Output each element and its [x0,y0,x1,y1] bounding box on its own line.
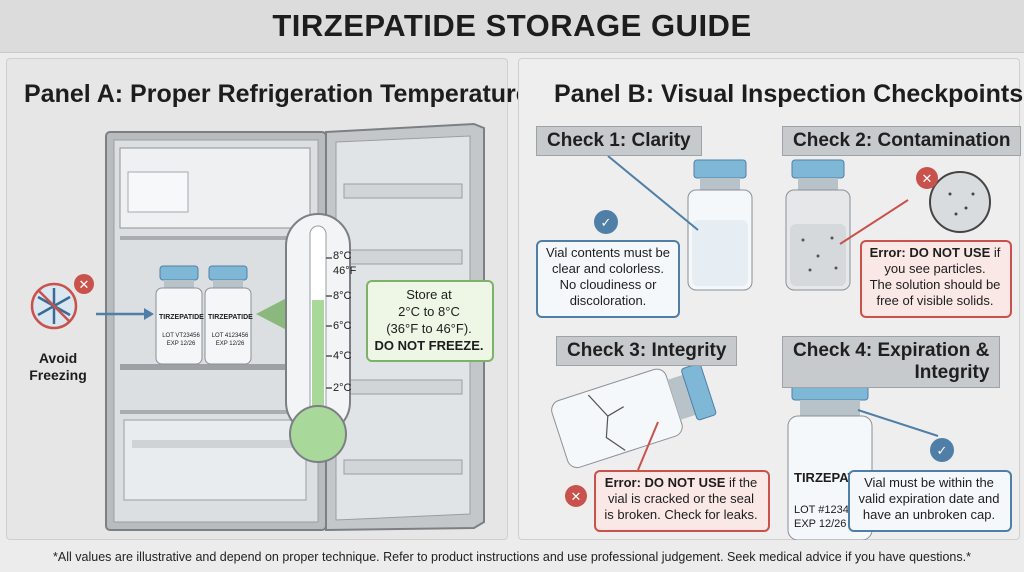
svg-text:✕: ✕ [571,489,582,504]
avoid-freezing-label: Avoid Freezing [29,350,87,383]
check-1-label: Check 1: Clarity [536,126,702,156]
svg-text:✕: ✕ [922,171,933,186]
vial-1-name: TIRZEPATIDE [159,314,204,321]
check-4-vial-exp: EXP 12/26 [794,518,847,530]
inspection-illustration: ✕ ✓ ✕ ✓ [551,155,991,540]
store-line-1: Store at [406,287,452,302]
tick-label: 6°C [333,320,352,332]
tick-label: 2°C [333,382,352,394]
page-title: TIRZEPATIDE STORAGE GUIDE [272,8,752,43]
vial-2-exp: EXP 12/26 [215,341,245,347]
check-3-error-callout [594,470,770,532]
check-2-error-callout [860,240,1012,318]
store-line-2: 2°C to 8°C [398,304,460,319]
check-4-vial-lot: LOT #12345 [794,504,855,516]
vial-2-name: TIRZEPATIDE [208,314,253,321]
check-3-label: Check 3: Integrity [556,336,738,366]
svg-text:✓: ✓ [937,443,948,458]
panel-b-title: Panel B: Visual Inspection Checkpoints [554,80,1024,108]
tick-label: 4°C [333,350,352,362]
check-4-callout [848,470,1012,532]
check-1-callout [536,240,680,318]
tick-label: 8°C [333,290,352,302]
title-bar [0,0,1024,53]
panel-a-title: Panel A: Proper Refrigeration Temperatur… [24,80,530,108]
vial-2-lot: LOT 4123456 [211,333,249,339]
store-line-4: DO NOT FREEZE. [374,338,484,353]
tick-label: 8°C [333,250,352,262]
footnote: *All values are illustrative and depend … [53,550,971,564]
store-temperature-callout [366,280,494,362]
check-4-label: Check 4: Expiration & Integrity [782,336,1001,388]
svg-text:✕: ✕ [79,277,90,292]
tick-label: 46°F [333,265,357,277]
vial-1-exp: EXP 12/26 [166,341,196,347]
check-4-vial-name: TIRZEPAT [794,470,856,485]
check-2-label: Check 2: Contamination [782,126,1022,156]
vial-1-lot: LOT VT23456 [162,333,200,339]
store-line-3: (36°F to 46°F). [386,321,472,336]
svg-text:✓: ✓ [601,215,612,230]
